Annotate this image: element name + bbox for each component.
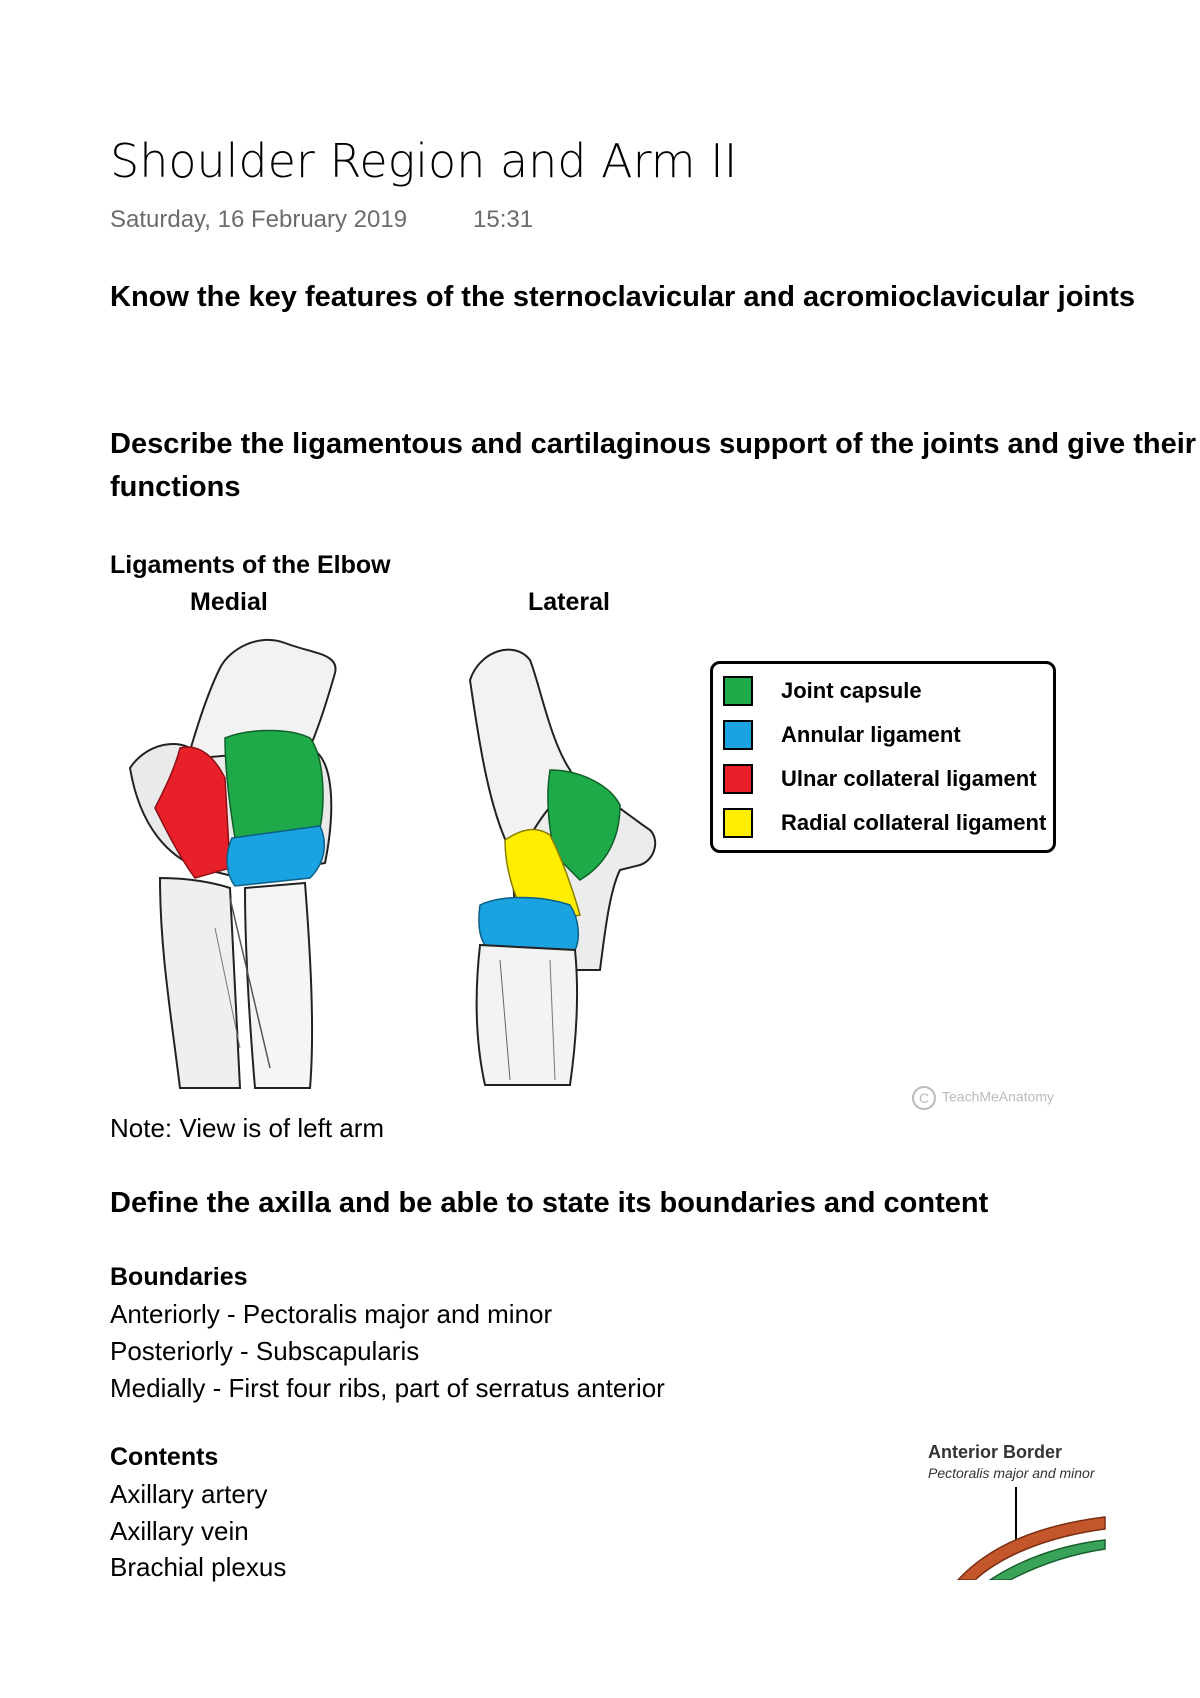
green-structure-shape xyxy=(988,1539,1106,1580)
legend-label: Annular ligament xyxy=(781,722,961,747)
watermark: C TeachMeAnatomy xyxy=(912,1086,1054,1110)
swatch-green xyxy=(723,676,753,706)
page-date: Saturday, 16 February 2019 xyxy=(110,206,408,233)
legend-label: Joint capsule xyxy=(781,678,922,703)
ulna-bone xyxy=(158,876,242,1089)
lateral-elbow-illustration xyxy=(468,648,657,1086)
swatch-red xyxy=(723,764,753,794)
boundary-posterior: Posteriorly - Subscapularis xyxy=(110,1336,420,1366)
swatch-yellow xyxy=(723,808,753,838)
ulnar-collateral-ligament xyxy=(154,746,231,879)
heading-ligament-support-line1: Describe the ligamentous and cartilagino… xyxy=(110,428,1197,460)
content-axillary-vein: Axillary vein xyxy=(110,1516,249,1546)
heading-key-features: Know the key features of the sternoclavi… xyxy=(110,281,1135,313)
joint-capsule-lateral xyxy=(547,769,621,881)
annular-ligament-medial xyxy=(226,825,326,887)
axilla-diagram-fragment xyxy=(956,1487,1106,1580)
legend-label: Radial collateral ligament xyxy=(781,810,1047,835)
legend-label: Ulnar collateral ligament xyxy=(781,766,1037,791)
swatch-blue xyxy=(723,720,753,750)
radius-bone xyxy=(243,881,314,1089)
contents-title: Contents xyxy=(110,1443,219,1471)
ligament-legend: Joint capsule Annular ligament Ulnar col… xyxy=(710,661,1056,853)
page-time: 15:31 xyxy=(473,206,534,233)
note-text: Note: View is of left arm xyxy=(110,1113,385,1143)
label-medial: Medial xyxy=(190,588,268,616)
content-axillary-artery: Axillary artery xyxy=(110,1479,268,1509)
axilla-figure-subtitle: Pectoralis major and minor xyxy=(928,1465,1095,1481)
axilla-figure-title: Anterior Border xyxy=(928,1442,1063,1462)
radius-bone-lateral xyxy=(475,943,579,1086)
page-title: Shoulder Region and Arm II xyxy=(110,134,738,188)
copyright-icon: C xyxy=(912,1086,936,1110)
annular-ligament-lateral xyxy=(478,896,580,951)
content-brachial-plexus: Brachial plexus xyxy=(110,1552,287,1582)
heading-axilla: Define the axilla and be able to state i… xyxy=(110,1187,989,1219)
watermark-text: TeachMeAnatomy xyxy=(942,1088,1055,1105)
boundary-anterior: Anteriorly - Pectoralis major and minor xyxy=(110,1299,553,1329)
joint-capsule-medial xyxy=(224,729,324,839)
boundary-medial: Medially - First four ribs, part of serr… xyxy=(110,1373,665,1403)
figure-title: Ligaments of the Elbow xyxy=(110,551,391,579)
medial-elbow-illustration xyxy=(128,638,337,1089)
pectoral-muscle-shape xyxy=(956,1516,1106,1580)
heading-ligament-support-line2: functions xyxy=(110,471,241,503)
label-lateral: Lateral xyxy=(528,588,610,616)
boundaries-title: Boundaries xyxy=(110,1263,248,1291)
